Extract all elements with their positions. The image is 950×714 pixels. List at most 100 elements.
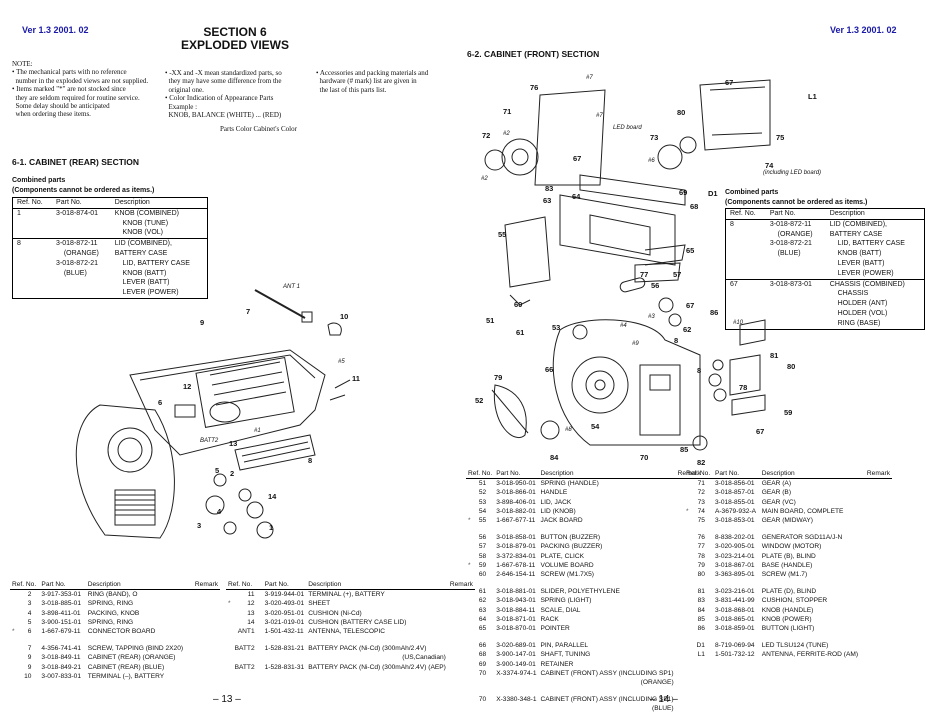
table-cell: (ORANGE) <box>640 679 674 687</box>
table-cell: 1-501-732-12 <box>714 651 755 659</box>
header-cell: Part No. <box>712 469 760 480</box>
table-cell <box>191 599 220 608</box>
table-cell: BATTERY CASE <box>829 230 883 238</box>
table-cell: 76 <box>697 534 705 542</box>
table-cell <box>191 590 220 600</box>
stock-mark <box>226 644 233 653</box>
stock-mark <box>466 552 474 561</box>
callout-label: 80 <box>677 108 686 117</box>
stock-mark <box>10 618 18 627</box>
stock-mark <box>226 590 233 600</box>
stock-mark <box>684 533 692 542</box>
table-cell: SHAFT, TUNING <box>540 651 591 659</box>
table-cell: 1-528-831-21 <box>264 645 305 653</box>
callout-label: 74 <box>765 161 774 170</box>
callout-label: 76 <box>530 83 539 92</box>
callout-label: 65 <box>686 246 695 255</box>
table-cell: SHEET <box>308 600 331 608</box>
table-cell: 3-018-871-01 <box>496 615 536 623</box>
group-gap <box>684 525 892 533</box>
table-row: LEVER (POWER) <box>13 288 208 298</box>
table-cell: 54 <box>478 507 487 515</box>
table-cell: 1-667-678-11 <box>496 561 536 569</box>
table-cell: VOLUME BOARD <box>540 561 594 569</box>
table-row: (BLUE) <box>466 704 703 713</box>
stock-mark <box>684 479 692 489</box>
table-cell: 62 <box>478 597 487 605</box>
table-cell: 65 <box>478 625 487 633</box>
table-cell: 6 <box>27 628 32 636</box>
table-cell: 53 <box>478 498 487 506</box>
note-line: • -XX and -X mean standardized parts, so <box>165 69 282 77</box>
table-cell: RACK <box>540 615 559 623</box>
callout-label: 85 <box>680 445 689 454</box>
callout-label: 52 <box>475 396 484 405</box>
stock-mark <box>226 653 233 662</box>
header-cell: Description <box>85 580 192 591</box>
combined-table-header: Ref. No.Part No.Description <box>12 197 208 209</box>
table-cell <box>474 678 494 687</box>
table-cell: 3-018-873-01 <box>765 278 826 290</box>
table-cell: WINDOW (MOTOR) <box>761 543 822 551</box>
version-label-right: Ver 1.3 2001. 02 <box>830 25 897 35</box>
callout-label: 10 <box>340 312 349 321</box>
table-cell <box>191 663 220 672</box>
table-cell: 1-667-679-11 <box>41 628 81 636</box>
callout-label: 64 <box>572 192 581 201</box>
table-cell: 12 <box>247 600 255 608</box>
callout-label: 67 <box>756 427 765 436</box>
table-cell: GEAR (VC) <box>761 498 796 506</box>
table-cell: GEAR (A) <box>761 480 792 488</box>
table-cell: 9 <box>27 654 32 662</box>
stock-mark <box>466 542 474 551</box>
table-cell <box>13 219 53 229</box>
table-cell: 8 <box>730 220 734 228</box>
table-cell: PACKING, KNOB <box>87 609 140 617</box>
table-cell: 74 <box>697 507 705 515</box>
group-gap <box>466 633 703 641</box>
callout-label: 84 <box>550 453 559 462</box>
group-gap <box>10 636 220 644</box>
table-cell: 78 <box>697 552 705 560</box>
table-cell: 3-018-867-01 <box>714 561 755 569</box>
table-row: KNOB (TUNE) <box>13 219 208 229</box>
callout-label: 61 <box>516 328 525 337</box>
front-combined: Combined parts (Components cannot be ord… <box>725 188 867 208</box>
table-cell: 3-020-689-01 <box>496 642 536 650</box>
stock-mark <box>684 561 692 570</box>
table-cell: 3-018-849-11 <box>41 654 81 662</box>
table-row: (ORANGE) <box>466 678 703 687</box>
stock-mark <box>466 533 474 542</box>
stock-mark <box>466 507 474 516</box>
group-gap <box>684 579 892 587</box>
table-cell: 66 <box>478 642 487 650</box>
table-cell <box>263 653 307 662</box>
table-cell: 3-018-870-01 <box>496 625 536 633</box>
stock-mark: * <box>12 628 15 636</box>
callout-label: (including LED board) <box>763 170 822 176</box>
note-line: number in the exploded views are not sup… <box>12 76 149 85</box>
table-cell: 14 <box>247 618 255 626</box>
table-cell: 3-023-214-01 <box>714 552 755 560</box>
table-cell: 2 <box>27 591 32 599</box>
table-cell: 80 <box>697 571 705 579</box>
callout-label: 68 <box>690 202 699 211</box>
rear-exploded-drawing <box>75 289 351 539</box>
note-line: they are seldom required for routine ser… <box>12 93 140 102</box>
header-cell: Description <box>110 197 208 209</box>
stock-mark <box>684 587 692 596</box>
table-row: (ORANGE)BATTERY CASE <box>726 230 925 240</box>
table-cell: SCREW (M1.7X5) <box>540 571 595 579</box>
table-cell: SPRING, RING <box>87 600 134 608</box>
callout-label: 75 <box>776 133 785 142</box>
table-cell: 3 <box>27 600 32 608</box>
stock-mark <box>466 596 474 605</box>
